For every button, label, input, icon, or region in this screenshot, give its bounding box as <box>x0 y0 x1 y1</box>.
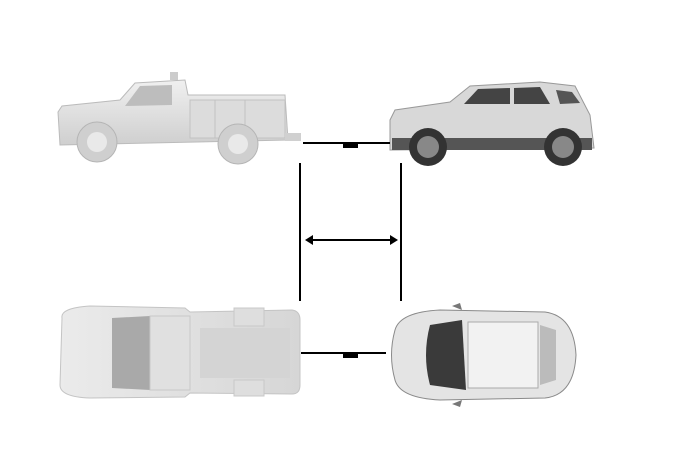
double-arrow-icon <box>305 235 398 245</box>
charging-cable-top-icon <box>303 142 390 148</box>
suv-top-icon <box>391 303 577 407</box>
utility-truck-top-icon <box>59 305 301 399</box>
suv-side-icon <box>389 81 595 166</box>
charging-cable-bottom-icon <box>301 352 386 358</box>
utility-truck-side-icon <box>57 72 301 165</box>
